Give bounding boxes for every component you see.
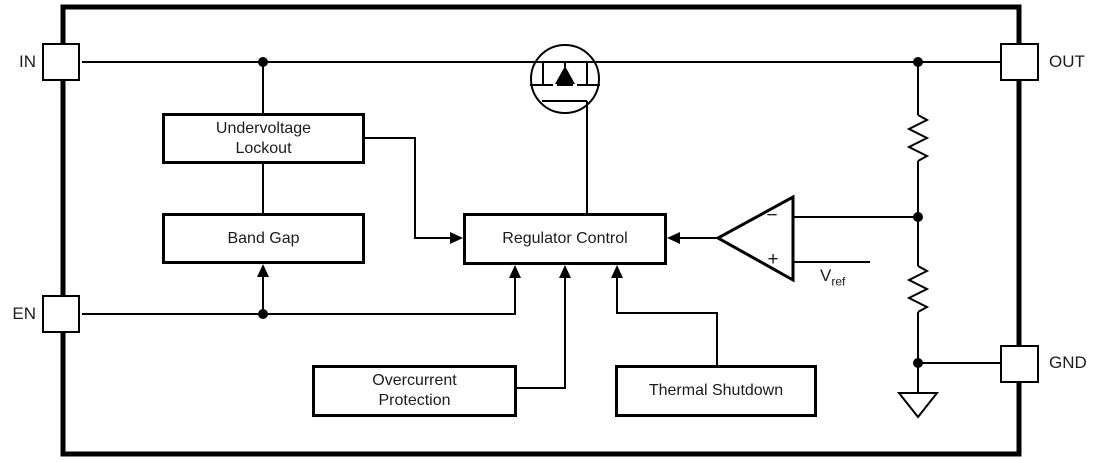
arrow-into-regctrl-right (667, 232, 680, 244)
pin-label-out: OUT (1049, 52, 1085, 71)
junction-dot (913, 57, 923, 67)
pin-label-in: IN (19, 52, 36, 71)
error-amplifier-icon (714, 194, 795, 283)
junction-dot (258, 57, 268, 67)
arrow-into-regctrl-bottom-ocp (559, 265, 571, 278)
pin-in-pad (42, 43, 80, 81)
fet-circle (530, 44, 600, 114)
wire-ocp-to-regctrl (517, 277, 566, 389)
arrow-into-regctrl-bottom-en (509, 265, 521, 278)
junction-dot (258, 309, 268, 319)
wire-uvl-to-regctrl (365, 137, 451, 239)
junction-dot (913, 358, 923, 368)
vref-subscript: ref (831, 274, 846, 289)
pass-fet-icon (530, 44, 600, 114)
fet-body-diode-arrow (555, 66, 575, 84)
block-overcurrent-protection: Overcurrent Protection (312, 365, 517, 417)
feedback-resistors (906, 114, 930, 313)
amp-noninverting-sign: + (767, 249, 779, 270)
ground-icon (896, 392, 940, 419)
vref-symbol: V (820, 266, 832, 285)
resistor-icon-bottom (906, 265, 930, 313)
block-undervoltage-lockout: Undervoltage Lockout (162, 113, 365, 164)
pin-label-en: EN (12, 304, 36, 323)
arrow-into-regctrl-bottom-thermal (611, 265, 623, 278)
vref-label: Vref (820, 266, 845, 288)
block-thermal-shutdown: Thermal Shutdown (615, 365, 817, 417)
pin-en-pad (42, 295, 80, 333)
wire-en-to-regctrl (82, 277, 516, 315)
pin-label-gnd: GND (1049, 353, 1087, 372)
block-regulator-control: Regulator Control (463, 213, 667, 265)
wires (82, 61, 1000, 393)
arrow-into-bandgap-bottom (257, 264, 269, 277)
chip-boundary (60, 4, 1022, 457)
block-band-gap: Band Gap (162, 213, 365, 264)
fet-terminals (530, 63, 600, 102)
amp-inverting-sign: − (766, 205, 778, 226)
junction-dots (258, 57, 923, 368)
pin-gnd-pad (1000, 345, 1039, 383)
arrowheads (257, 232, 680, 278)
pin-out-pad (1000, 43, 1039, 81)
resistor-icon-top (906, 114, 930, 162)
wire-thermal-to-regctrl (616, 277, 718, 365)
arrow-into-regctrl-left (450, 232, 463, 244)
junction-dot (913, 212, 923, 222)
